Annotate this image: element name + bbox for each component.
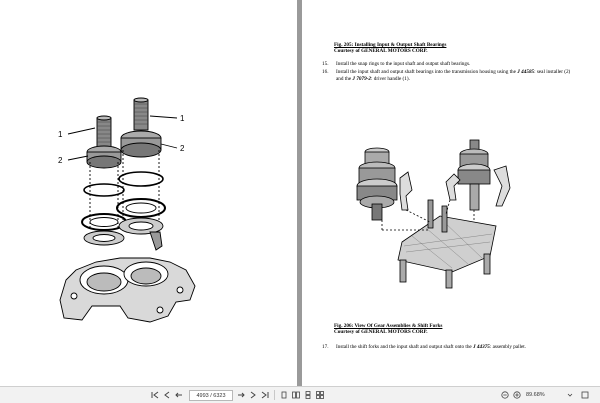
fig206-caption: Fig. 206: View Of Gear Assemblies & Shif… bbox=[334, 323, 442, 335]
right-shaft bbox=[133, 99, 149, 131]
previous-arrow-icon[interactable] bbox=[174, 390, 184, 400]
left-snap-ring bbox=[83, 183, 125, 197]
right-seal bbox=[116, 198, 166, 218]
two-page-view-icon[interactable] bbox=[291, 390, 301, 400]
zoom-dropdown-chevron-icon[interactable] bbox=[566, 390, 574, 400]
right-document-page: Fig. 205: Installing Input & Output Shaf… bbox=[302, 0, 600, 386]
step-16: 16. Install the input shaft and output s… bbox=[322, 69, 592, 83]
left-document-page: 1 1 2 2 bbox=[0, 0, 297, 386]
zoom-out-icon[interactable] bbox=[500, 390, 510, 400]
toolbar-separator bbox=[274, 390, 275, 400]
last-page-icon[interactable] bbox=[260, 390, 270, 400]
single-page-view-icon[interactable] bbox=[279, 390, 289, 400]
page-number-field[interactable]: 4993 / 6323 bbox=[189, 390, 233, 401]
previous-page-icon[interactable] bbox=[162, 390, 172, 400]
fig205-caption: Fig. 205: Installing Input & Output Shaf… bbox=[334, 42, 446, 54]
tool-j44375[interactable]: J 44375 bbox=[473, 344, 490, 350]
step-15-number: 15. bbox=[322, 61, 329, 67]
callout-2-left: 2 bbox=[58, 156, 63, 165]
step-17: 17. Install the shift forks and the inpu… bbox=[322, 344, 592, 351]
next-arrow-icon[interactable] bbox=[236, 390, 246, 400]
bearing-installation-illustration: 1 1 2 2 bbox=[58, 97, 196, 323]
step-17-number: 17. bbox=[322, 344, 329, 350]
step-16-text: Install the input shaft and output shaft… bbox=[336, 69, 571, 82]
facing-view-icon[interactable] bbox=[315, 390, 325, 400]
fig206-courtesy: Courtesy of GENERAL MOTORS CORP. bbox=[334, 329, 428, 336]
zoom-level[interactable]: 89.68% bbox=[526, 392, 545, 398]
fig205-title[interactable]: Fig. 205: Installing Input & Output Shaf… bbox=[334, 42, 447, 48]
step-16-number: 16. bbox=[322, 69, 329, 75]
zoom-in-icon[interactable] bbox=[512, 390, 522, 400]
continuous-view-icon[interactable] bbox=[303, 390, 313, 400]
viewer-toolbar: 4993 / 6323 89.68% bbox=[0, 386, 600, 403]
fit-page-icon[interactable] bbox=[580, 390, 590, 400]
callout-1-right: 1 bbox=[180, 114, 185, 123]
tool-j7079-2[interactable]: J 7079-2 bbox=[352, 75, 372, 82]
left-shaft bbox=[96, 117, 112, 149]
callout-2-right: 2 bbox=[180, 144, 185, 153]
gear-assemblies-illustration bbox=[356, 139, 511, 289]
fig205-courtesy: Courtesy of GENERAL MOTORS CORP. bbox=[334, 48, 428, 55]
fig206-title[interactable]: Fig. 206: View Of Gear Assemblies & Shif… bbox=[334, 323, 443, 329]
first-page-icon[interactable] bbox=[150, 390, 160, 400]
next-page-icon[interactable] bbox=[248, 390, 258, 400]
callout-1-left: 1 bbox=[58, 130, 63, 139]
right-snap-ring bbox=[118, 171, 164, 187]
step-17-text: Install the shift forks and the input sh… bbox=[336, 344, 527, 350]
step-15: 15. Install the snap rings to the input … bbox=[322, 61, 592, 68]
step-15-text: Install the snap rings to the input shaf… bbox=[336, 61, 471, 67]
tool-j44585[interactable]: J 44585 bbox=[517, 69, 535, 75]
